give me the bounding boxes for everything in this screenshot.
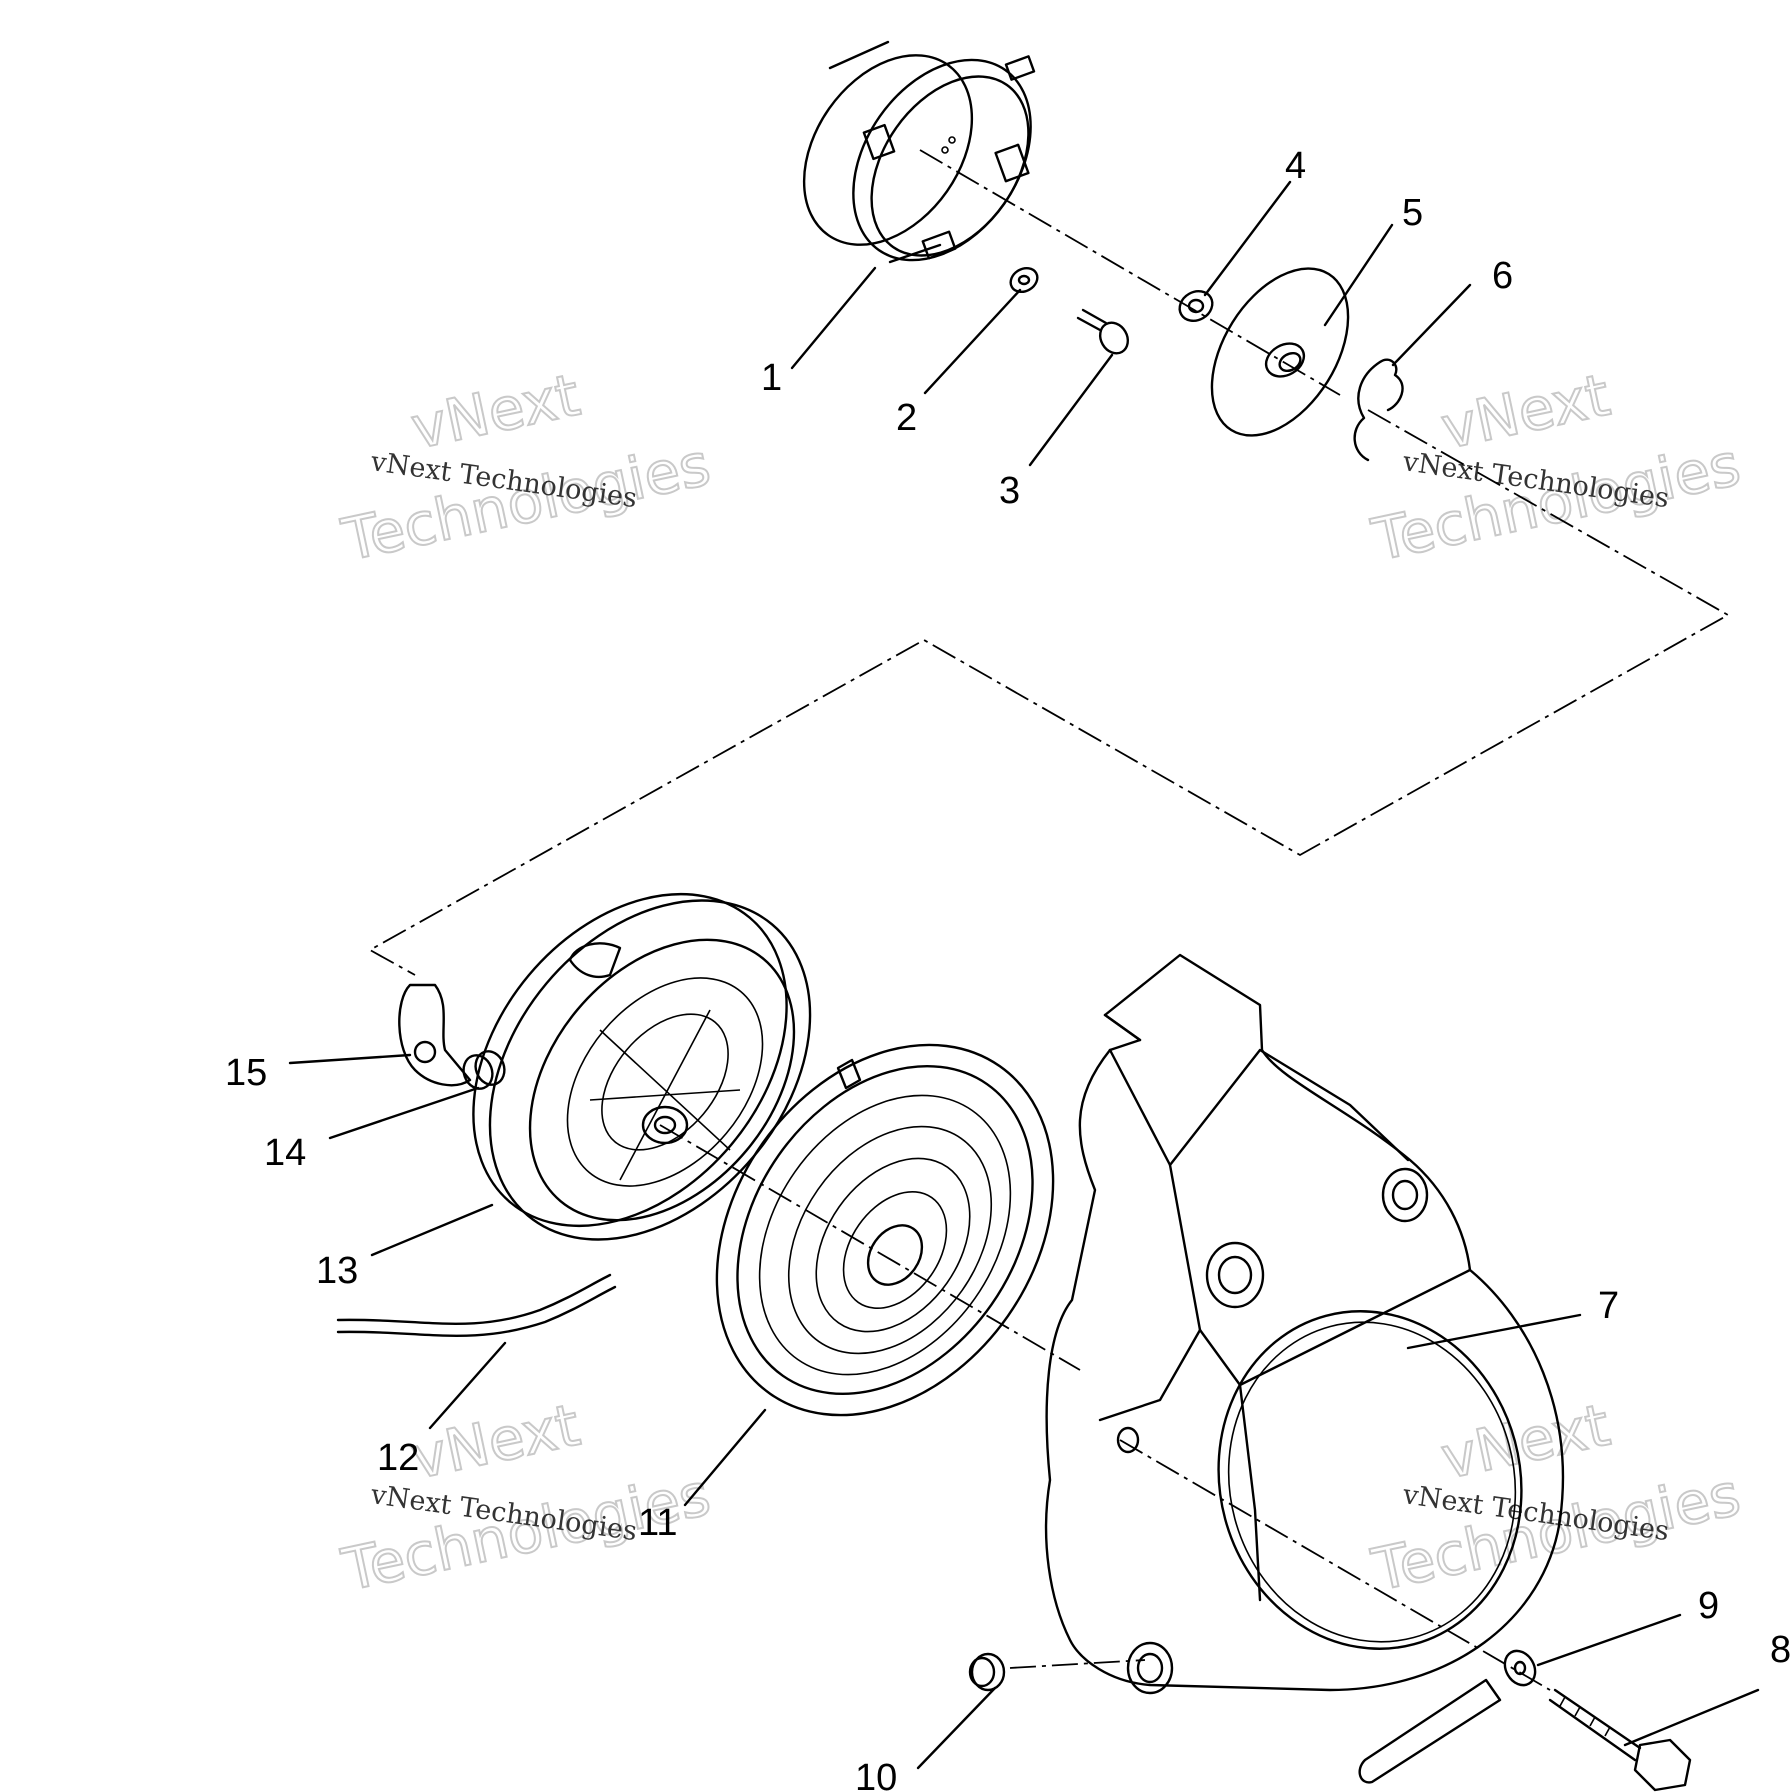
part-pulley [472, 892, 812, 1241]
part-starter-rope [336, 1273, 617, 1337]
watermark-big-line1: vNext [405, 361, 585, 463]
callout-11: 11 [638, 1502, 677, 1544]
part-drive-cup [802, 40, 1036, 264]
part-long-bolt [1548, 1688, 1692, 1792]
part-nut [1178, 289, 1214, 323]
callout-7: 7 [1598, 1285, 1619, 1327]
part-washer-small [1009, 266, 1039, 294]
callout-12: 12 [377, 1437, 419, 1479]
leader-lines [288, 180, 1760, 1770]
callout-14: 14 [264, 1132, 306, 1174]
assembly-centerlines [368, 149, 1730, 1691]
part-recoil-housing [1044, 953, 1565, 1695]
callout-10: 10 [855, 1757, 897, 1792]
part-housing-nut [968, 1652, 1006, 1692]
watermark-big-line1: vNext [1435, 361, 1615, 463]
part-spring-clip [1353, 358, 1404, 462]
callout-3: 3 [999, 470, 1020, 512]
callout-8: 8 [1770, 1629, 1791, 1671]
callout-1: 1 [761, 357, 782, 399]
part-pawl [398, 983, 472, 1087]
part-bolt-small [1076, 308, 1130, 355]
part-recoil-spring [715, 1043, 1055, 1417]
callout-5: 5 [1402, 192, 1423, 234]
watermark-big-line1: vNext [1435, 1391, 1615, 1493]
watermark-big-line1: vNext [405, 1391, 585, 1493]
callout-labels: 1 2 3 4 5 6 7 8 9 10 11 12 13 14 15 [225, 145, 1791, 1792]
callout-4: 4 [1285, 145, 1306, 187]
callout-2: 2 [896, 397, 917, 439]
callout-6: 6 [1492, 255, 1513, 297]
callout-13: 13 [316, 1250, 358, 1292]
part-washer-plate [1358, 1649, 1537, 1784]
part-friction-plate [1210, 267, 1350, 437]
callout-9: 9 [1698, 1585, 1719, 1627]
callout-15: 15 [225, 1052, 267, 1094]
